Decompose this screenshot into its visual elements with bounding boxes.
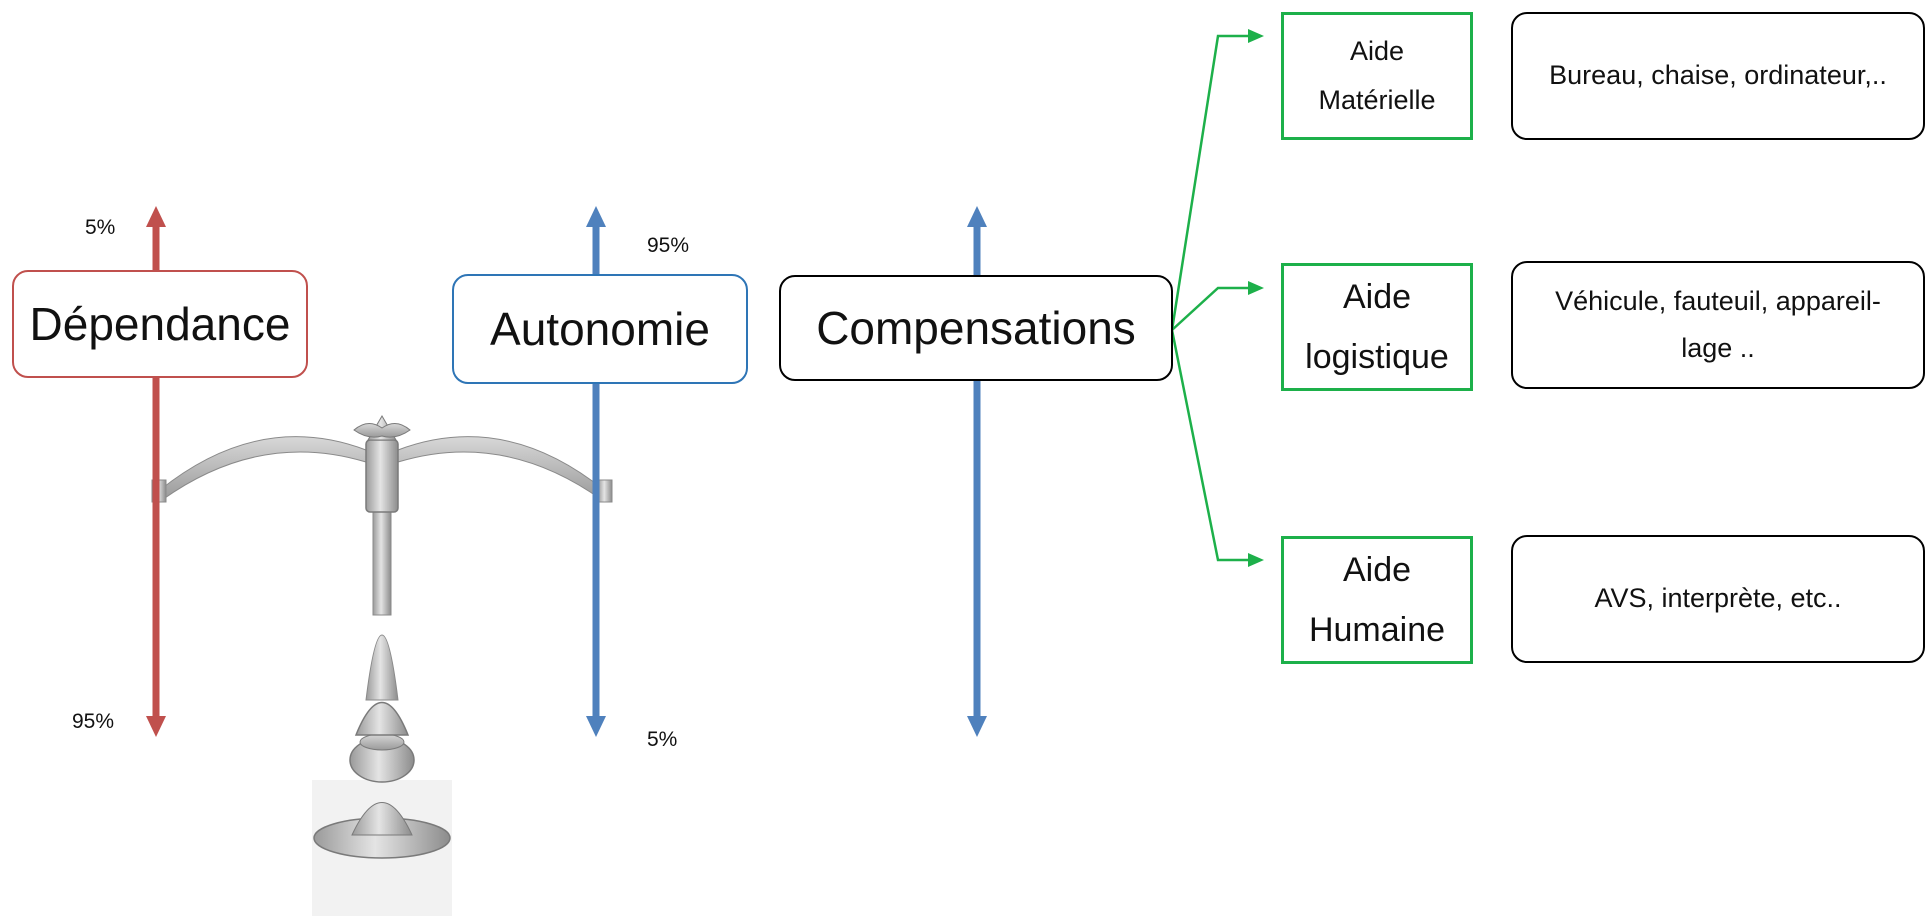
aide-logistique-description-box: Véhicule, fauteuil, appareil-lage .. — [1511, 261, 1925, 389]
aide-materielle-line1: Aide — [1349, 35, 1405, 66]
compensations-label: Compensations — [816, 302, 1136, 354]
aide-materielle-description: Bureau, chaise, ordinateur,.. — [1549, 60, 1887, 91]
aide-humaine-description-box: AVS, interprète, etc.. — [1511, 535, 1925, 663]
aide-materielle-description-box: Bureau, chaise, ordinateur,.. — [1511, 12, 1925, 140]
aide-logistique-line2: logistique — [1305, 338, 1449, 376]
autonomie-top-percent: 95% — [647, 234, 690, 257]
aide-humaine-line2: Humaine — [1308, 611, 1446, 649]
aide-humaine-line1: Aide — [1342, 550, 1412, 589]
dependance-label: Dépendance — [29, 298, 291, 350]
arrowhead-materielle — [1248, 29, 1264, 43]
scale-illustration — [151, 415, 613, 916]
autonomie-bottom-percent: 5% — [647, 728, 678, 751]
arrowhead-logistique — [1248, 281, 1264, 295]
dependance-box: Dépendance — [12, 270, 308, 378]
connector-humaine — [1170, 329, 1250, 562]
aide-humaine-description: AVS, interprète, etc.. — [1594, 583, 1842, 614]
aide-materielle-box: Aide Matérielle — [1281, 12, 1473, 140]
dependance-bottom-percent: 95% — [72, 710, 115, 733]
aide-materielle-line2: Matérielle — [1318, 85, 1436, 115]
aide-humaine-box: Aide Humaine — [1281, 536, 1473, 664]
autonomie-box: Autonomie — [452, 274, 748, 384]
aide-logistique-line1: Aide — [1342, 277, 1412, 316]
dependance-top-percent: 5% — [85, 216, 116, 239]
connector-logistique — [1171, 286, 1250, 331]
connector-materielle — [1170, 34, 1250, 331]
aide-logistique-box: Aide logistique — [1281, 263, 1473, 391]
autonomie-label: Autonomie — [490, 303, 710, 355]
arrowhead-humaine — [1248, 553, 1264, 567]
aide-logistique-description: Véhicule, fauteuil, appareil-lage .. — [1555, 285, 1881, 363]
connectors — [1170, 34, 1250, 562]
compensations-box: Compensations — [779, 275, 1173, 381]
